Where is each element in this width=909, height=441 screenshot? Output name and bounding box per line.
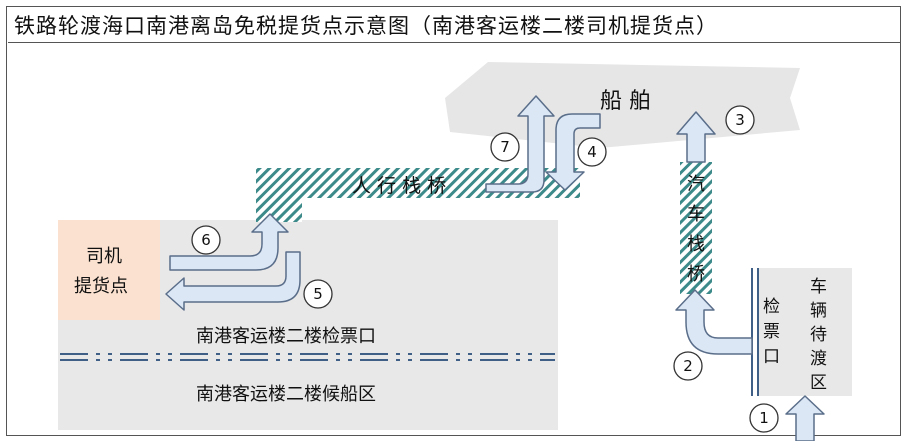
vehicle-bridge-char-3: 栈 (687, 234, 705, 255)
vehicle-waiting-char-5: 区 (810, 373, 827, 393)
arrow-step-1 (785, 395, 825, 441)
vehicle-waiting-char-2: 辆 (810, 301, 827, 321)
step-3-label: 3 (735, 111, 745, 129)
arrow-step-5 (165, 251, 301, 311)
pedestrian-bridge (256, 168, 580, 222)
vehicle-bridge-char-2: 车 (687, 204, 705, 225)
floor-divider (60, 353, 555, 361)
driver-pickup-line1: 司机 (86, 246, 122, 267)
step-7-label: 7 (500, 138, 510, 156)
vehicle-waiting-char-3: 待 (810, 325, 827, 345)
step-3-circle (725, 105, 755, 135)
ticket-gate-char-3: 口 (763, 347, 780, 367)
vehicle-waiting-char-4: 渡 (810, 349, 827, 369)
vehicle-bridge (680, 162, 712, 294)
step-2-label: 2 (683, 357, 693, 375)
arrow-step-6 (169, 213, 289, 271)
ticket-gate-char-2: 票 (763, 322, 780, 342)
step-7-circle (490, 132, 520, 162)
vehicle-bridge-char-1: 汽 (687, 174, 705, 195)
step-4-circle (577, 137, 607, 167)
arrow-step-2 (675, 289, 753, 355)
waiting-hall-label: 南港客运楼二楼候船区 (196, 384, 376, 405)
driver-pickup-line2: 提货点 (74, 276, 128, 297)
check-hall-label: 南港客运楼二楼检票口 (196, 326, 376, 347)
step-1-label: 1 (759, 409, 769, 427)
vehicle-waiting-char-1: 车 (810, 277, 827, 297)
step-5-circle (303, 279, 333, 309)
vehicle-waiting-area (758, 268, 852, 396)
pedestrian-bridge-label: 人 行 栈 桥 (352, 175, 446, 197)
step-1-circle (749, 403, 779, 433)
ticket-gate-barrier (751, 268, 759, 396)
title-divider (8, 42, 900, 43)
page-title: 铁路轮渡海口南港离岛免税提货点示意图（南港客运楼二楼司机提货点） (14, 14, 718, 38)
arrow-step-4 (545, 113, 601, 191)
step-2-circle (673, 351, 703, 381)
pickup-area (58, 220, 160, 320)
ship-label: 船 舶 (600, 89, 651, 114)
arrow-step-3 (676, 111, 716, 163)
arrow-step-7 (485, 95, 555, 193)
step-5-label: 5 (313, 285, 323, 303)
step-6-circle (191, 225, 221, 255)
vehicle-bridge-char-4: 桥 (687, 264, 705, 285)
step-4-label: 4 (587, 143, 597, 161)
step-6-label: 6 (201, 231, 211, 249)
ticket-gate-char-1: 检 (763, 297, 780, 317)
